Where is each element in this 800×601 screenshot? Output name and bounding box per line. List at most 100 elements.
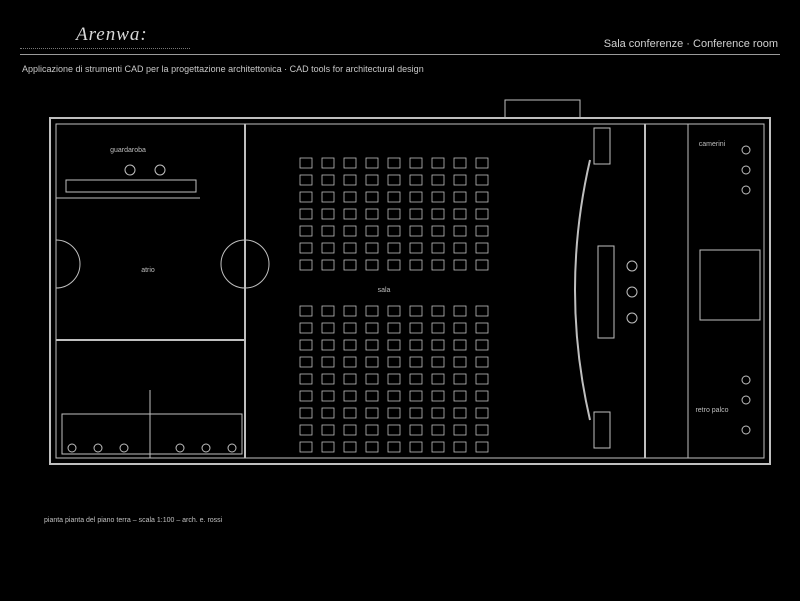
drawing-title: Sala conferenze · Conference room bbox=[603, 38, 778, 50]
seat bbox=[431, 157, 445, 169]
seat bbox=[387, 208, 401, 220]
seat bbox=[409, 225, 423, 237]
seat bbox=[409, 174, 423, 186]
seat bbox=[475, 390, 489, 402]
seat bbox=[321, 339, 335, 351]
seat bbox=[299, 208, 313, 220]
seat bbox=[387, 424, 401, 436]
lectern-table bbox=[597, 245, 615, 339]
seat bbox=[475, 157, 489, 169]
seat bbox=[387, 225, 401, 237]
seat bbox=[343, 441, 357, 453]
seat bbox=[475, 242, 489, 254]
seat bbox=[387, 356, 401, 368]
seat bbox=[299, 225, 313, 237]
seat bbox=[365, 157, 379, 169]
label-foyer: atrio bbox=[141, 267, 155, 274]
seat bbox=[343, 390, 357, 402]
seat bbox=[321, 390, 335, 402]
footnote: pianta pianta del piano terra – scala 1:… bbox=[44, 517, 223, 524]
outer-wall bbox=[49, 117, 771, 465]
bar-stool bbox=[124, 164, 136, 176]
seat bbox=[321, 441, 335, 453]
seat bbox=[321, 373, 335, 385]
entrance-notch bbox=[504, 99, 581, 118]
seat bbox=[453, 373, 467, 385]
label-bar: guardaroba bbox=[110, 147, 146, 154]
seat bbox=[321, 157, 335, 169]
seat bbox=[387, 157, 401, 169]
seat bbox=[321, 259, 335, 271]
seat bbox=[431, 441, 445, 453]
logo: Arenwa: bbox=[76, 24, 148, 45]
seat bbox=[387, 191, 401, 203]
seat bbox=[409, 259, 423, 271]
seat bbox=[475, 174, 489, 186]
seat bbox=[475, 208, 489, 220]
seat bbox=[387, 305, 401, 317]
bar-stool bbox=[154, 164, 166, 176]
seat bbox=[409, 441, 423, 453]
seat bbox=[431, 339, 445, 351]
seat bbox=[321, 322, 335, 334]
label-hall: sala bbox=[378, 287, 391, 294]
seat bbox=[475, 259, 489, 271]
seat bbox=[343, 322, 357, 334]
seat bbox=[299, 407, 313, 419]
seat bbox=[299, 424, 313, 436]
seat bbox=[343, 242, 357, 254]
seat bbox=[431, 259, 445, 271]
seat bbox=[365, 174, 379, 186]
seat bbox=[343, 339, 357, 351]
seat bbox=[321, 191, 335, 203]
bar-counter bbox=[65, 179, 197, 193]
seat bbox=[475, 305, 489, 317]
seat bbox=[343, 424, 357, 436]
seat bbox=[299, 174, 313, 186]
seat bbox=[321, 208, 335, 220]
seat bbox=[475, 322, 489, 334]
seat bbox=[365, 373, 379, 385]
seat bbox=[387, 390, 401, 402]
seat bbox=[343, 174, 357, 186]
seat bbox=[365, 441, 379, 453]
seat bbox=[453, 157, 467, 169]
seat bbox=[365, 225, 379, 237]
seat bbox=[431, 390, 445, 402]
seat bbox=[475, 191, 489, 203]
seat bbox=[431, 208, 445, 220]
seat bbox=[453, 208, 467, 220]
seat bbox=[409, 191, 423, 203]
seat bbox=[453, 305, 467, 317]
seat bbox=[409, 373, 423, 385]
seat bbox=[387, 441, 401, 453]
seat bbox=[409, 242, 423, 254]
seat bbox=[343, 225, 357, 237]
seat bbox=[387, 339, 401, 351]
seat bbox=[453, 390, 467, 402]
seat bbox=[299, 373, 313, 385]
seat bbox=[365, 322, 379, 334]
seat bbox=[453, 356, 467, 368]
seat bbox=[453, 225, 467, 237]
seat bbox=[365, 242, 379, 254]
seat bbox=[343, 157, 357, 169]
seat bbox=[475, 356, 489, 368]
seat bbox=[431, 322, 445, 334]
label-backstage: retro palco bbox=[695, 407, 728, 414]
seat bbox=[431, 356, 445, 368]
toilet-fixtures bbox=[67, 443, 237, 453]
seat bbox=[431, 424, 445, 436]
seat bbox=[365, 191, 379, 203]
seat bbox=[299, 390, 313, 402]
seat bbox=[409, 322, 423, 334]
seat bbox=[409, 305, 423, 317]
seat bbox=[299, 322, 313, 334]
seat bbox=[321, 356, 335, 368]
seat bbox=[365, 305, 379, 317]
seat bbox=[475, 424, 489, 436]
seating-area bbox=[299, 157, 489, 453]
seat bbox=[475, 407, 489, 419]
seat bbox=[365, 407, 379, 419]
